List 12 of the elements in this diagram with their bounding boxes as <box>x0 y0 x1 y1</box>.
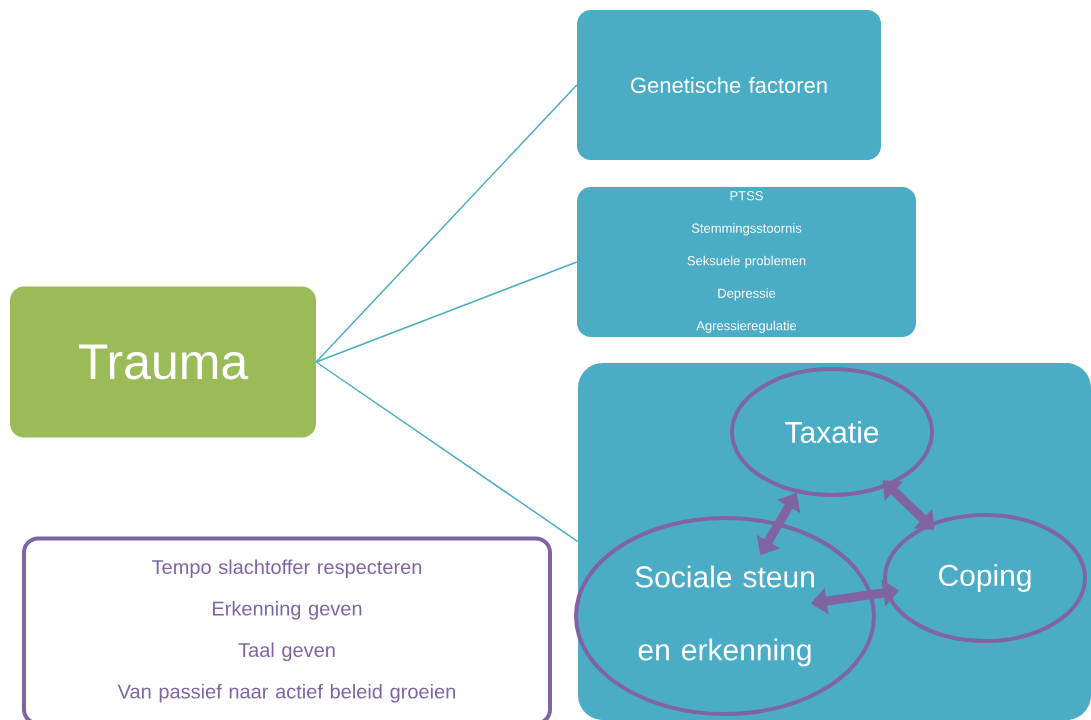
title-box: Trauma <box>10 286 316 438</box>
ellipse-node: Taxatie <box>730 367 934 497</box>
connector-line <box>315 84 578 363</box>
ellipse-node: Sociale steun en erkenning <box>574 516 876 716</box>
ellipse-node: Coping <box>883 513 1087 643</box>
double-arrow <box>882 480 935 530</box>
connector-line <box>315 261 578 363</box>
symptom-box: PTSS Stemmingsstoornis Seksuele problemen Depressie Agressieregulatie <box>577 187 916 337</box>
factor-box: Genetische factoren <box>577 10 881 160</box>
panel-box <box>578 363 1091 720</box>
connector-line <box>315 361 579 543</box>
advice-box: Tempo slachtoffer respecteren Erkenning geven Taal geven Van passief naar actief beleid groeien <box>22 536 552 720</box>
